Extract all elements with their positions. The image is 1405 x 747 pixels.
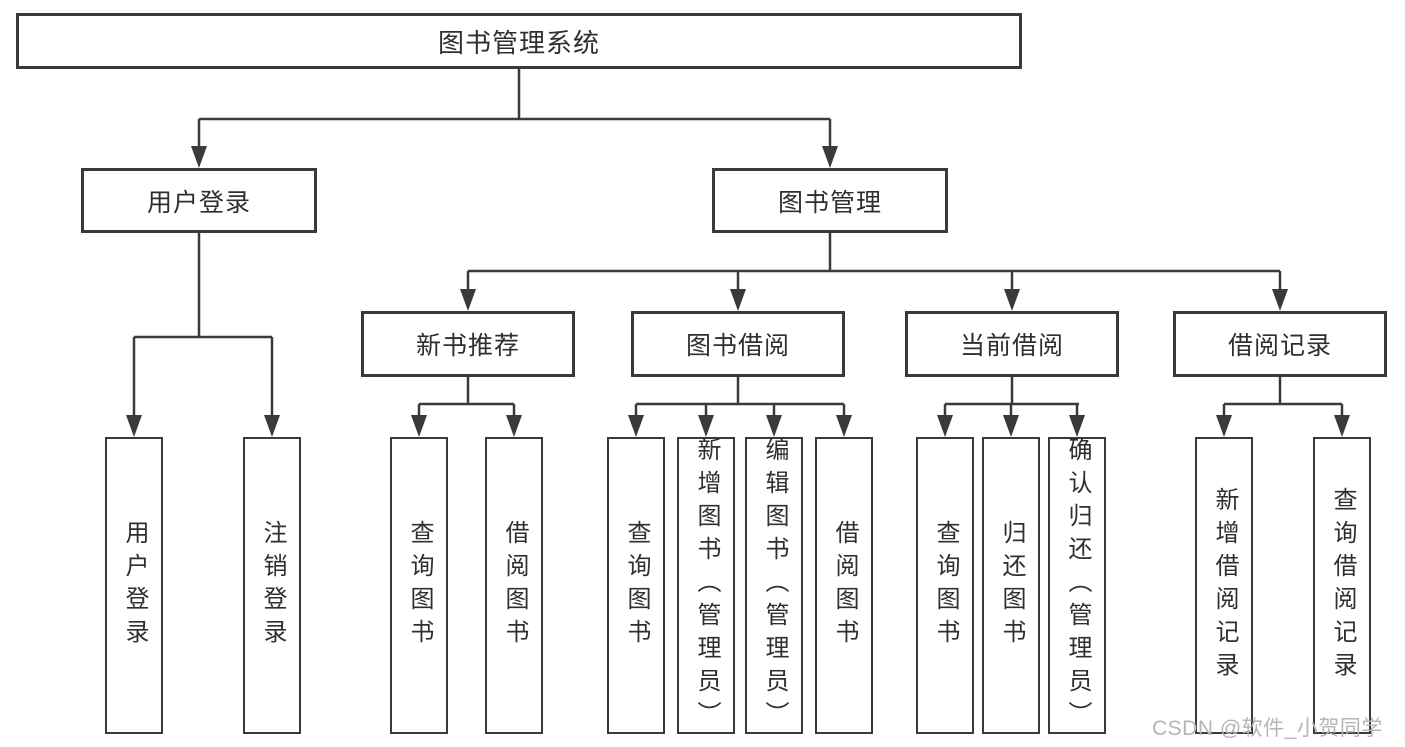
leaf-current-confirm-return-admin-label: 确认归还（管理员）: [1064, 437, 1091, 734]
node-root-label: 图书管理系统: [437, 27, 600, 58]
node-user-login: 用户登录: [81, 168, 317, 233]
node-borrow-records: 借阅记录: [1173, 311, 1387, 377]
leaf-logout-label: 注销登录: [259, 519, 286, 652]
leaf-current-confirm-return-admin: 确认归还（管理员）: [1048, 437, 1106, 734]
leaf-borrow-query-books-label: 查询图书: [623, 519, 650, 652]
watermark: CSDN @软件_小贺同学: [1152, 717, 1383, 740]
leaf-current-return-books-label: 归还图书: [998, 519, 1025, 652]
leaf-recommend-borrow-books-label: 借阅图书: [501, 519, 528, 652]
leaf-records-query-record-label: 查询借阅记录: [1329, 486, 1356, 685]
node-user-login-label: 用户登录: [146, 188, 251, 217]
node-root: 图书管理系统: [16, 13, 1022, 69]
leaf-logout: 注销登录: [243, 437, 301, 734]
node-book-management: 图书管理: [712, 168, 948, 233]
leaf-user-login: 用户登录: [105, 437, 163, 734]
leaf-records-add-record-label: 新增借阅记录: [1211, 486, 1238, 685]
node-book-borrow: 图书借阅: [631, 311, 845, 377]
leaf-borrow-borrow-books: 借阅图书: [815, 437, 873, 734]
leaf-borrow-borrow-books-label: 借阅图书: [831, 519, 858, 652]
leaf-borrow-edit-books-admin: 编辑图书（管理员）: [745, 437, 803, 734]
node-book-management-label: 图书管理: [777, 188, 882, 217]
leaf-current-query-books-label: 查询图书: [932, 519, 959, 652]
node-current-borrow-label: 当前借阅: [959, 332, 1064, 360]
node-book-borrow-label: 图书借阅: [685, 332, 790, 360]
node-borrow-records-label: 借阅记录: [1227, 332, 1332, 360]
leaf-recommend-query-books-label: 查询图书: [406, 519, 433, 652]
leaf-borrow-add-books-admin-label: 新增图书（管理员）: [693, 437, 720, 734]
node-current-borrow: 当前借阅: [905, 311, 1119, 377]
node-new-book-recommend: 新书推荐: [361, 311, 575, 377]
leaf-records-add-record: 新增借阅记录: [1195, 437, 1253, 734]
leaf-borrow-edit-books-admin-label: 编辑图书（管理员）: [761, 437, 788, 734]
leaf-recommend-borrow-books: 借阅图书: [485, 437, 543, 734]
leaf-recommend-query-books: 查询图书: [390, 437, 448, 734]
leaf-current-return-books: 归还图书: [982, 437, 1040, 734]
leaf-user-login-label: 用户登录: [121, 519, 148, 652]
node-new-book-recommend-label: 新书推荐: [415, 332, 520, 360]
leaf-borrow-query-books: 查询图书: [607, 437, 665, 734]
leaf-borrow-add-books-admin: 新增图书（管理员）: [677, 437, 735, 734]
leaf-current-query-books: 查询图书: [916, 437, 974, 734]
leaf-records-query-record: 查询借阅记录: [1313, 437, 1371, 734]
